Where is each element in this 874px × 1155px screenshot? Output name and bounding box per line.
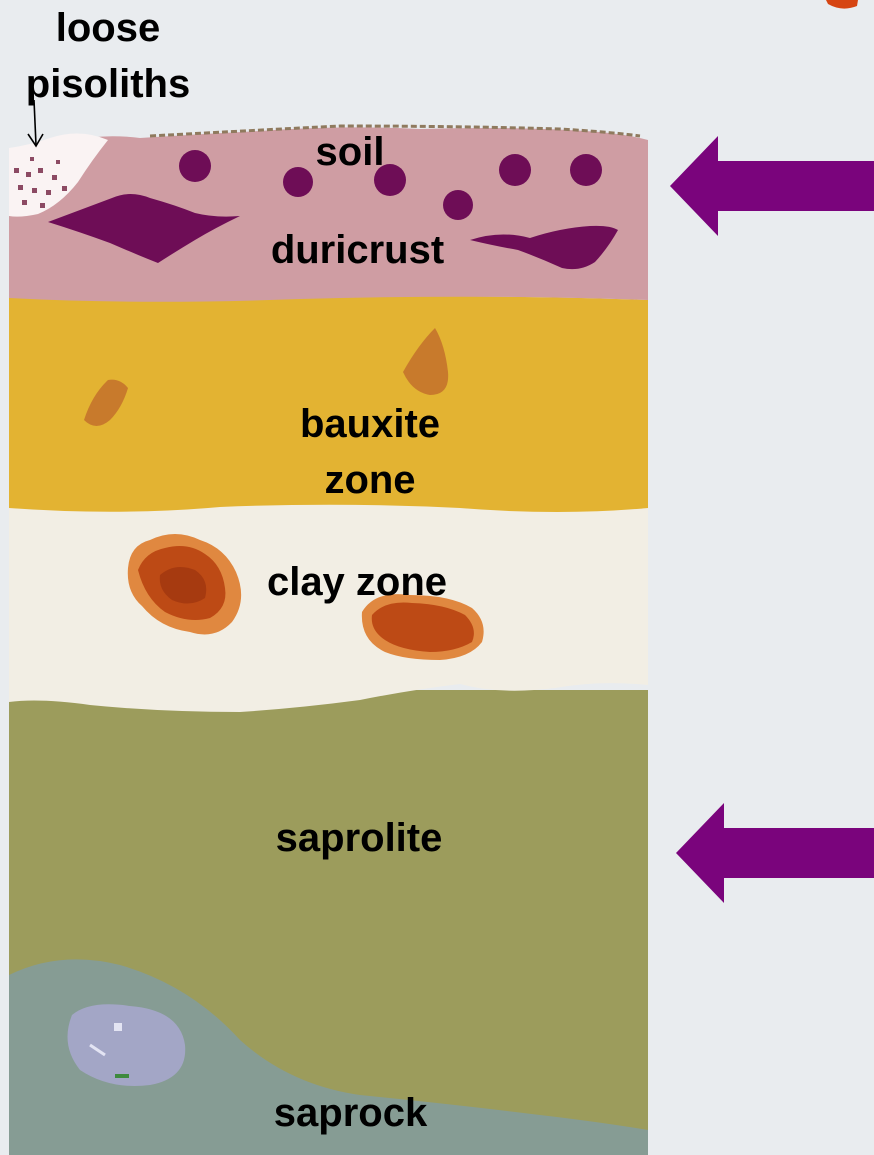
loose-pisoliths-line2: pisoliths xyxy=(0,56,216,112)
saprolite-label: saprolite xyxy=(248,810,470,866)
boulder-highlight xyxy=(114,1023,122,1031)
left-arrow-icon xyxy=(670,136,874,236)
clay-zone-label: clay zone xyxy=(242,554,472,610)
bauxite-label-line2: zone xyxy=(270,452,470,508)
boulder-mineral xyxy=(115,1074,129,1078)
soil-label: soil xyxy=(300,124,400,180)
corner-mark xyxy=(826,0,858,9)
duricrust-label: duricrust xyxy=(245,222,470,278)
bauxite-zone-label: bauxite zone xyxy=(270,396,470,508)
left-arrow-icon xyxy=(676,803,874,903)
saprock-label: saprock xyxy=(248,1085,453,1141)
loose-pisoliths-line1: loose xyxy=(0,0,216,56)
loose-pisoliths-label: loose pisoliths xyxy=(0,0,216,112)
bauxite-label-line1: bauxite xyxy=(270,396,470,452)
